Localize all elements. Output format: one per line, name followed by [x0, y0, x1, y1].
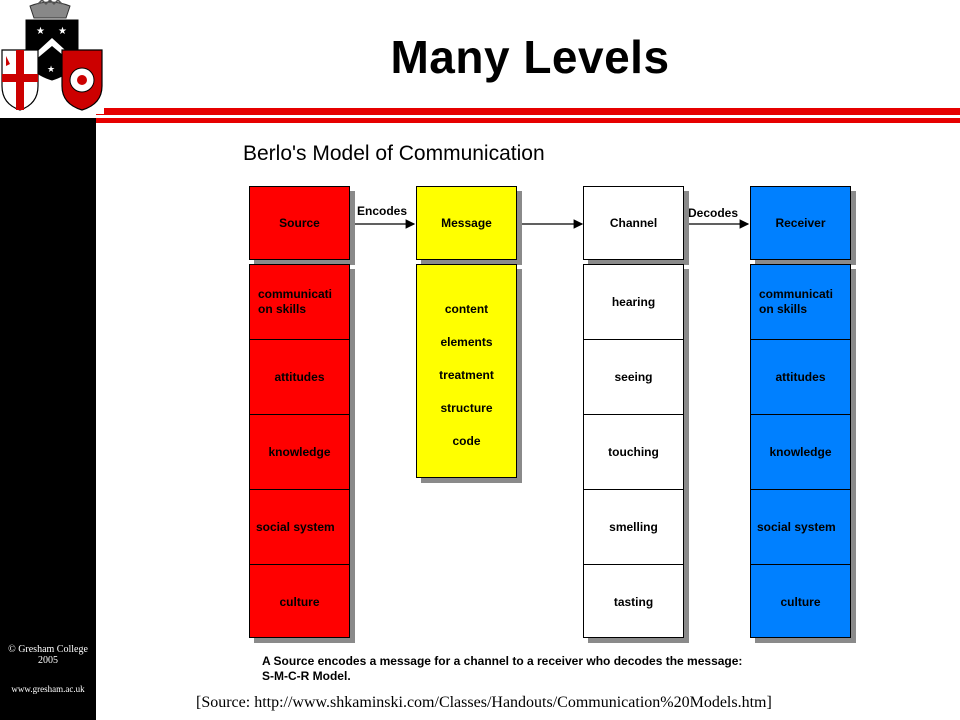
source-item: knowledge: [250, 415, 349, 490]
caption-line: S-M-C-R Model.: [262, 669, 351, 683]
receiver-item: knowledge: [751, 415, 850, 490]
channel-attributes-box: hearing seeing touching smelling tasting: [583, 264, 684, 638]
receiver-attributes-box: communicati on skills attitudes knowledg…: [750, 264, 851, 638]
svg-text:★: ★: [47, 65, 55, 75]
message-item-list: content elements treatment structure cod…: [417, 293, 516, 458]
source-item: communicati on skills: [250, 265, 349, 340]
website-text: www.gresham.ac.uk: [11, 684, 85, 694]
channel-item: seeing: [584, 340, 683, 415]
message-item: structure: [440, 401, 493, 415]
message-header-label: Message: [441, 216, 492, 230]
source-header-label: Source: [279, 216, 320, 230]
source-header-box: Source: [249, 186, 350, 260]
left-sidebar: [0, 118, 96, 720]
diagram-title: Berlo's Model of Communication: [243, 142, 545, 165]
channel-item: smelling: [584, 490, 683, 565]
receiver-item: culture: [780, 594, 821, 609]
message-attributes-box: content elements treatment structure cod…: [416, 264, 517, 478]
receiver-item: attitudes: [751, 340, 850, 415]
gresham-crest-logo: ★ ★ ★: [0, 0, 104, 114]
slide-title: Many Levels: [390, 31, 670, 83]
top-red-rule: [96, 108, 960, 115]
channel-header-box: Channel: [583, 186, 684, 260]
source-item: attitudes: [250, 340, 349, 415]
channel-item: hearing: [584, 265, 683, 340]
message-item: content: [444, 302, 489, 316]
copyright-text: © Gresham College 2005: [8, 644, 88, 666]
source-attributes-box: communicati on skills attitudes knowledg…: [249, 264, 350, 638]
receiver-header-label: Receiver: [775, 216, 826, 230]
second-red-rule: [96, 118, 960, 123]
diagram-caption: A Source encodes a message for a channel…: [262, 654, 742, 684]
message-item: code: [452, 434, 481, 448]
message-item: elements: [440, 335, 493, 349]
receiver-header-box: Receiver: [750, 186, 851, 260]
svg-text:★: ★: [58, 26, 67, 37]
receiver-item: communicati on skills: [751, 265, 850, 340]
channel-item: tasting: [613, 594, 654, 609]
caption-line: A Source encodes a message for a channel…: [262, 654, 743, 668]
message-header-box: Message: [416, 186, 517, 260]
source-item: culture: [279, 594, 320, 609]
channel-item: touching: [584, 415, 683, 490]
receiver-item: social system: [751, 490, 850, 565]
source-item: social system: [250, 490, 349, 565]
message-item: treatment: [439, 368, 494, 382]
svg-text:★: ★: [36, 26, 45, 37]
source-citation: [Source: http://www.shkaminski.com/Class…: [196, 694, 772, 711]
decodes-label: Decodes: [688, 206, 739, 220]
channel-header-label: Channel: [609, 216, 658, 230]
encodes-label: Encodes: [357, 204, 408, 218]
